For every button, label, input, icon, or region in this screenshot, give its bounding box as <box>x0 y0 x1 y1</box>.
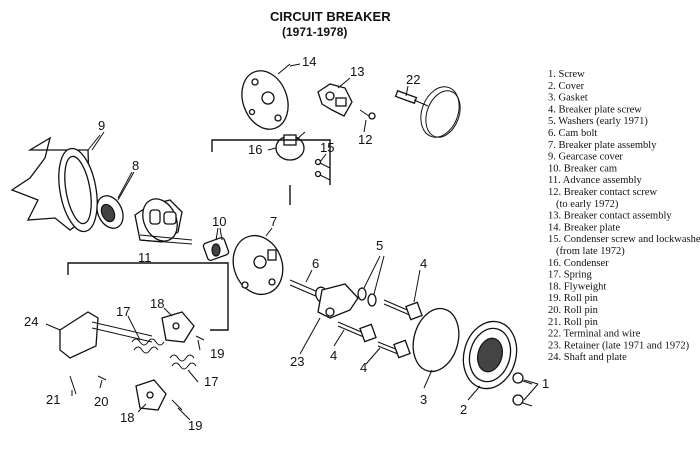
seal-ring <box>96 171 133 229</box>
callout-15: 15 <box>320 140 334 155</box>
terminal-wire <box>394 86 461 138</box>
roll-pin-upper <box>195 335 205 341</box>
legend-item: 1. Screw <box>548 69 585 80</box>
legend-item: (to early 1972) <box>556 199 619 210</box>
gasket <box>412 307 460 373</box>
legend-item: 19. Roll pin <box>548 293 599 304</box>
cover-screws <box>512 372 533 407</box>
callout-11: 11 <box>138 250 152 265</box>
gearcase-cover <box>10 134 101 233</box>
callout-22: 22 <box>406 72 420 87</box>
roll-pin-20 <box>97 375 107 381</box>
legend-item: 24. Shaft and plate <box>548 352 627 363</box>
callout-14: 14 <box>302 54 316 69</box>
callout-13: 13 <box>350 64 364 79</box>
spring-lower <box>169 354 197 370</box>
legend-item: 10. Breaker cam <box>548 163 617 174</box>
callout-7: 7 <box>270 214 277 229</box>
legend-item: 18. Flyweight <box>548 281 606 292</box>
legend-item: 16. Condenser <box>548 258 609 269</box>
callout-17-upper: 17 <box>116 304 130 319</box>
advance-assembly <box>134 198 193 245</box>
callout-4-lower: 4 <box>360 360 367 375</box>
diagram-subtitle: (1971-1978) <box>282 25 347 39</box>
callout-10: 10 <box>212 214 226 229</box>
diagram-title: CIRCUIT BREAKER <box>270 9 391 24</box>
callout-4-middle: 4 <box>330 348 337 363</box>
flyweight-upper <box>161 311 195 343</box>
retainer <box>317 283 359 319</box>
callout-2: 2 <box>460 402 467 417</box>
legend-item: 3. Gasket <box>548 93 588 104</box>
condenser <box>275 131 306 161</box>
legend-item: (from late 1972) <box>556 246 625 257</box>
callout-12: 12 <box>358 132 372 147</box>
callout-16: 16 <box>248 142 262 157</box>
contact-screw <box>359 109 376 120</box>
bracket-advance-assembly <box>67 262 229 331</box>
breaker-plate-assembly <box>232 234 284 296</box>
callout-19-upper: 19 <box>210 346 224 361</box>
legend-item: 6. Cam bolt <box>548 128 597 139</box>
callout-8: 8 <box>132 158 139 173</box>
callout-3: 3 <box>420 392 427 407</box>
legend-item: 23. Retainer (late 1971 and 1972) <box>548 340 690 351</box>
breaker-contact-assembly <box>317 83 353 117</box>
cover <box>462 320 518 390</box>
callout-18-upper: 18 <box>150 296 164 311</box>
legend-item: 21. Roll pin <box>548 317 599 328</box>
callout-1: 1 <box>542 376 549 391</box>
legend-item: 11. Advance assembly <box>548 175 643 186</box>
shaft-and-plate <box>59 311 153 359</box>
plate-screw-middle <box>337 321 377 343</box>
callout-18-lower: 18 <box>120 410 134 425</box>
roll-pin-lower <box>171 399 183 411</box>
condenser-screws <box>314 158 331 181</box>
plate-screw-upper <box>383 299 423 321</box>
callout-9: 9 <box>98 118 105 133</box>
legend-item: 2. Cover <box>548 81 585 92</box>
legend-item: 20. Roll pin <box>548 305 599 316</box>
breaker-cam <box>202 227 230 262</box>
callout-5: 5 <box>376 238 383 253</box>
callout-17-lower: 17 <box>204 374 218 389</box>
legend-item: 13. Breaker contact assembly <box>548 211 672 222</box>
legend-item: 14. Breaker plate <box>548 222 620 233</box>
washers <box>357 255 385 307</box>
callout-19-lower: 19 <box>188 418 202 433</box>
legend-item: 15. Condenser screw and lockwasher <box>548 234 700 245</box>
callout-21: 21 <box>46 392 60 407</box>
legend-item: 22. Terminal and wire <box>548 329 641 340</box>
flyweight-lower <box>135 379 167 411</box>
callout-23: 23 <box>290 354 304 369</box>
legend-item: 12. Breaker contact screw <box>548 187 657 198</box>
legend-item: 7. Breaker plate assembly <box>548 140 657 151</box>
legend-item: 4. Breaker plate screw <box>548 104 642 115</box>
legend-item: 17. Spring <box>548 270 593 281</box>
callout-24: 24 <box>24 314 38 329</box>
callout-6: 6 <box>312 256 319 271</box>
legend-item: 5. Washers (early 1971) <box>548 116 648 127</box>
callout-4-upper: 4 <box>420 256 427 271</box>
bracket-plate-assembly <box>211 139 331 205</box>
plate-screw-lower <box>377 339 411 359</box>
legend-item: 9. Gearcase cover <box>548 152 623 163</box>
spring-upper <box>131 338 165 354</box>
callout-20: 20 <box>94 394 108 409</box>
breaker-plate <box>241 63 291 130</box>
roll-pin-21 <box>69 375 77 395</box>
leader-lines <box>45 63 539 421</box>
